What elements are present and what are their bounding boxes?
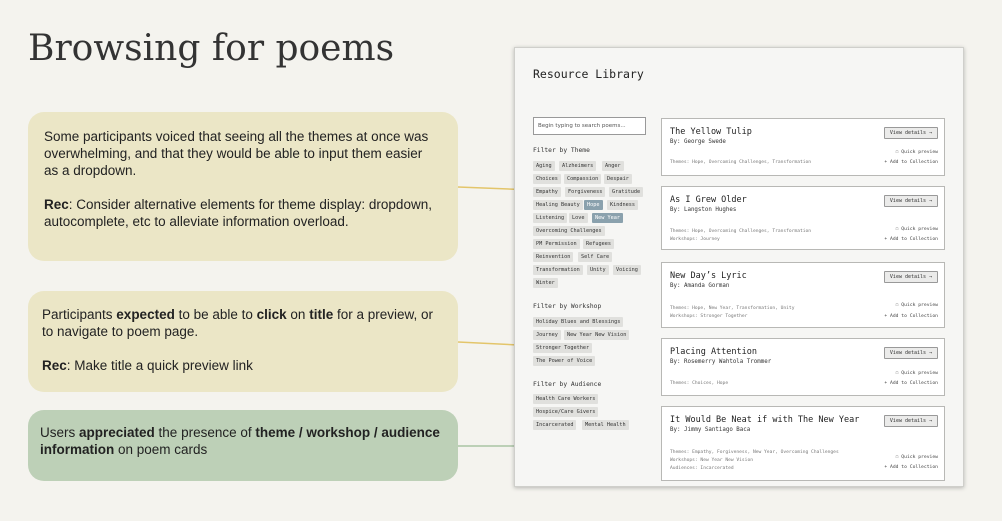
theme-tag-pm-permission[interactable]: PM Permission xyxy=(533,239,580,249)
poem-title[interactable]: Placing Attention xyxy=(670,347,757,357)
theme-tag-kindness[interactable]: Kindness xyxy=(607,200,638,210)
poem-title[interactable]: The Yellow Tulip xyxy=(670,127,752,137)
poem-workshops: Workshops: Stronger Together xyxy=(670,314,748,319)
theme-tag-refugees[interactable]: Refugees xyxy=(583,239,614,249)
poem-author: By: George Swede xyxy=(670,139,726,145)
theme-tag-despair[interactable]: Despair xyxy=(604,174,632,184)
theme-filter-heading: Filter by Theme xyxy=(533,147,590,154)
callout-text: Some participants voiced that seeing all… xyxy=(44,129,429,178)
poem-card: As I Grew Older By: Langston Hughes Them… xyxy=(661,186,945,250)
poem-card: New Day’s Lyric By: Amanda Gorman Themes… xyxy=(661,262,945,328)
view-details-button[interactable]: View details → xyxy=(884,271,938,283)
theme-tag-alzheimers[interactable]: Alzheimers xyxy=(559,161,597,171)
theme-tag-aging[interactable]: Aging xyxy=(533,161,555,171)
rec-text: : Consider alternative elements for them… xyxy=(44,197,432,229)
poem-audiences: Audiences: Incarcerated xyxy=(670,466,734,471)
theme-tag-voicing[interactable]: Voicing xyxy=(613,265,641,275)
callout-text: on poem cards xyxy=(114,442,208,457)
app-title: Resource Library xyxy=(533,67,644,81)
rec-text: : Make title a quick preview link xyxy=(66,358,253,373)
resource-library-window: Resource Library Filter by Theme Aging A… xyxy=(514,47,964,487)
poem-author: By: Jimmy Santiago Baca xyxy=(670,427,751,433)
audience-tag-incarcerated[interactable]: Incarcerated xyxy=(533,420,577,430)
workshop-tag-stronger-together[interactable]: Stronger Together xyxy=(533,343,593,353)
view-details-button[interactable]: View details → xyxy=(884,347,938,359)
poem-author: By: Rosemerry Wahtola Trommer xyxy=(670,359,772,365)
callout-title-click: Participants expected to be able to clic… xyxy=(28,291,458,392)
add-to-collection-link[interactable]: + Add to Collection xyxy=(884,237,938,242)
callout-theme-overload: Some participants voiced that seeing all… xyxy=(28,112,458,261)
add-to-collection-link[interactable]: + Add to Collection xyxy=(884,160,938,165)
poem-workshops: Workshops: Journey xyxy=(670,237,720,242)
callout-emphasis: click xyxy=(256,307,287,322)
theme-tag-love[interactable]: Love xyxy=(569,213,588,223)
theme-tag-forgiveness[interactable]: Forgiveness xyxy=(565,187,606,197)
poem-author: By: Langston Hughes xyxy=(670,207,737,213)
add-to-collection-link[interactable]: + Add to Collection xyxy=(884,381,938,386)
audience-tag-mental-health[interactable]: Mental Health xyxy=(582,420,629,430)
callout-emphasis: appreciated xyxy=(79,425,155,440)
view-details-button[interactable]: View details → xyxy=(884,127,938,139)
poem-title[interactable]: New Day’s Lyric xyxy=(670,271,747,281)
poem-workshops: Workshops: New Year New Vision xyxy=(670,458,753,463)
audience-tag-health-care-workers[interactable]: Health Care Workers xyxy=(533,394,599,404)
workshop-tag-new-year-new-vision[interactable]: New Year New Vision xyxy=(564,330,630,340)
workshop-tag-journey[interactable]: Journey xyxy=(533,330,561,340)
audience-tag-hospice-care-givers[interactable]: Hospice/Care Givers xyxy=(533,407,599,417)
poem-card: The Yellow Tulip By: George Swede Themes… xyxy=(661,118,945,176)
callout-text: on xyxy=(286,307,310,322)
theme-tag-reinvention[interactable]: Reinvention xyxy=(533,252,574,262)
callout-text: to be able to xyxy=(174,307,257,322)
theme-tag-unity[interactable]: Unity xyxy=(587,265,609,275)
callout-emphasis: title xyxy=(309,307,334,322)
poem-card: It Would Be Neat if with The New Year By… xyxy=(661,406,945,481)
poem-themes: Themes: Hope, Overcoming Challenges, Tra… xyxy=(670,229,812,234)
poem-author: By: Amanda Gorman xyxy=(670,283,730,289)
poem-themes: Themes: Choices, Hope xyxy=(670,381,729,386)
quick-preview-link[interactable]: ☐ Quick preview xyxy=(895,303,938,308)
callout-emphasis: theme / workshop / audience information xyxy=(40,425,440,457)
poem-title[interactable]: It Would Be Neat if with The New Year xyxy=(670,415,860,425)
quick-preview-link[interactable]: ☐ Quick preview xyxy=(895,371,938,376)
rec-label: Rec xyxy=(42,358,67,373)
theme-tag-overcoming-challenges[interactable]: Overcoming Challenges xyxy=(533,226,605,236)
quick-preview-link[interactable]: ☐ Quick preview xyxy=(895,455,938,460)
callout-emphasis: expected xyxy=(116,307,175,322)
view-details-button[interactable]: View details → xyxy=(884,195,938,207)
theme-tag-transformation[interactable]: Transformation xyxy=(533,265,583,275)
add-to-collection-link[interactable]: + Add to Collection xyxy=(884,465,938,470)
theme-tag-empathy[interactable]: Empathy xyxy=(533,187,561,197)
quick-preview-link[interactable]: ☐ Quick preview xyxy=(895,150,938,155)
audience-filter-heading: Filter by Audience xyxy=(533,381,602,388)
callout-text: for a preview, or to navigate to poem pa… xyxy=(42,307,434,339)
poem-title[interactable]: As I Grew Older xyxy=(670,195,747,205)
poem-themes: Themes: Hope, Overcoming Challenges, Tra… xyxy=(670,160,812,165)
callout-text: Users xyxy=(40,425,80,440)
theme-tag-gratitude[interactable]: Gratitude xyxy=(609,187,644,197)
quick-preview-link[interactable]: ☐ Quick preview xyxy=(895,227,938,232)
callout-text: the presence of xyxy=(154,425,256,440)
poem-themes: Themes: Hope, New Year, Transformation, … xyxy=(670,306,795,311)
workshop-filter-heading: Filter by Workshop xyxy=(533,303,602,310)
poem-themes: Themes: Empathy, Forgiveness, New Year, … xyxy=(670,450,839,455)
theme-tag-compassion[interactable]: Compassion xyxy=(564,174,602,184)
poem-card: Placing Attention By: Rosemerry Wahtola … xyxy=(661,338,945,396)
theme-tag-winter[interactable]: Winter xyxy=(533,278,558,288)
callout-text: Participants xyxy=(42,307,117,322)
theme-tag-anger[interactable]: Anger xyxy=(602,161,624,171)
callout-metadata-appreciated: Users appreciated the presence of theme … xyxy=(28,410,458,481)
add-to-collection-link[interactable]: + Add to Collection xyxy=(884,314,938,319)
workshop-tag-holiday-blues[interactable]: Holiday Blues and Blessings xyxy=(533,317,624,327)
theme-tag-self-care[interactable]: Self Care xyxy=(578,252,613,262)
workshop-tag-power-of-voice[interactable]: The Power of Voice xyxy=(533,356,596,366)
theme-tag-new-year[interactable]: New Year xyxy=(592,213,623,223)
theme-tag-listening[interactable]: Listening xyxy=(533,213,568,223)
rec-label: Rec xyxy=(44,197,69,212)
theme-tag-healing-beauty[interactable]: Healing Beauty xyxy=(533,200,583,210)
slide-title: Browsing for poems xyxy=(28,28,395,69)
theme-tag-choices[interactable]: Choices xyxy=(533,174,561,184)
view-details-button[interactable]: View details → xyxy=(884,415,938,427)
theme-tag-hope[interactable]: Hope xyxy=(584,200,603,210)
search-input[interactable] xyxy=(533,117,646,135)
